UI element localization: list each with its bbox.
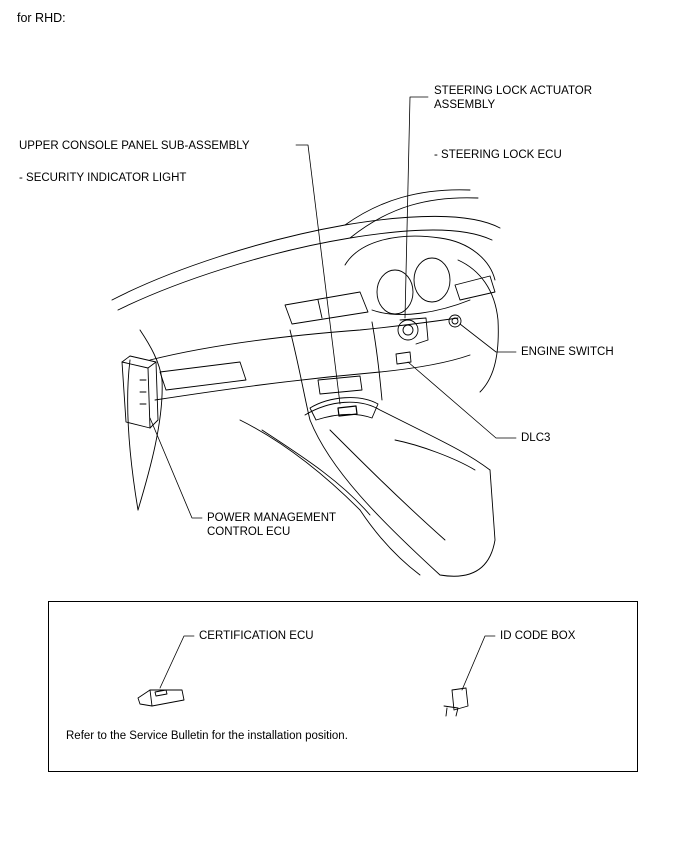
center-stack-panel bbox=[317, 375, 363, 395]
dash-left-side bbox=[137, 329, 163, 511]
leader-dlc3 bbox=[407, 361, 517, 439]
inset-note: Refer to the Service Bulletin for the in… bbox=[66, 730, 348, 742]
label-dlc3: DLC3 bbox=[521, 432, 551, 444]
label-power-management-1: POWER MANAGEMENT bbox=[207, 512, 337, 524]
glovebox bbox=[159, 361, 247, 391]
windshield-edge-2 bbox=[349, 197, 479, 239]
dash-top-inner bbox=[117, 229, 493, 311]
label-power-management-2: CONTROL ECU bbox=[207, 526, 291, 538]
dlc3-part bbox=[395, 351, 412, 365]
label-security-indicator: - SECURITY INDICATOR LIGHT bbox=[19, 172, 187, 184]
windshield-edge bbox=[344, 189, 471, 226]
console-side bbox=[309, 419, 496, 577]
label-id-code-box: ID CODE BOX bbox=[500, 630, 576, 642]
label-steering-lock-ecu: - STEERING LOCK ECU bbox=[434, 149, 562, 161]
label-engine-switch: ENGINE SWITCH bbox=[521, 346, 614, 358]
dash-top-outline bbox=[111, 215, 501, 301]
dash-right bbox=[457, 259, 499, 393]
dash-right-vent bbox=[454, 275, 496, 301]
label-upper-console-panel: UPPER CONSOLE PANEL SUB-ASSEMBLY bbox=[19, 140, 250, 152]
center-stack-r bbox=[371, 321, 383, 401]
dash-left-lower bbox=[127, 359, 139, 511]
leader-console-panel bbox=[295, 144, 341, 405]
leader-steering-lock bbox=[404, 96, 429, 319]
variant-label: for RHD: bbox=[17, 11, 66, 25]
inset-box bbox=[48, 601, 638, 772]
dash-face bbox=[149, 317, 459, 361]
dash-face-lower bbox=[154, 354, 471, 401]
engine-switch-part bbox=[448, 314, 462, 328]
id-code-box-part bbox=[451, 687, 469, 711]
security-indicator-part bbox=[337, 405, 358, 417]
label-steering-lock-actuator: STEERING LOCK ACTUATOR ASSEMBLY bbox=[434, 85, 593, 111]
console-top bbox=[304, 401, 491, 471]
gauge-left bbox=[376, 269, 414, 315]
power-management-ecu-part bbox=[121, 361, 151, 429]
center-vent-slot bbox=[317, 299, 323, 319]
upper-console-panel-part bbox=[309, 397, 379, 421]
label-certification-ecu: CERTIFICATION ECU bbox=[199, 630, 314, 642]
steering-lock-actuator-part bbox=[397, 319, 419, 341]
gauge-right bbox=[413, 257, 451, 303]
leader-id-code-box bbox=[461, 635, 496, 691]
floor-left bbox=[239, 419, 421, 576]
center-vent bbox=[284, 291, 369, 325]
floor-line bbox=[261, 429, 371, 516]
cluster-lower bbox=[371, 299, 471, 315]
cluster-hood bbox=[344, 235, 496, 281]
console-inner bbox=[329, 429, 446, 541]
center-stack bbox=[289, 329, 311, 421]
leader-certification-ecu bbox=[159, 635, 195, 689]
leader-power-mgmt bbox=[149, 417, 203, 519]
leader-engine-switch bbox=[459, 323, 517, 353]
console-lid bbox=[394, 439, 476, 471]
